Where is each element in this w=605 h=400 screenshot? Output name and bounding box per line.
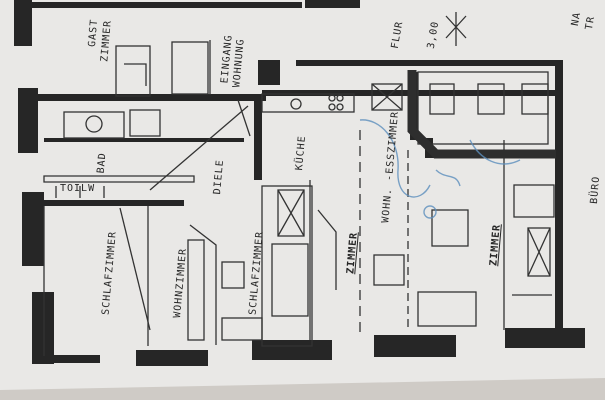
plan-lines	[43, 12, 555, 356]
pen-marks	[359, 119, 521, 219]
label-toilette: TOILW	[60, 183, 96, 194]
label-bad: BAD	[95, 151, 109, 174]
partition-wall	[407, 70, 556, 159]
